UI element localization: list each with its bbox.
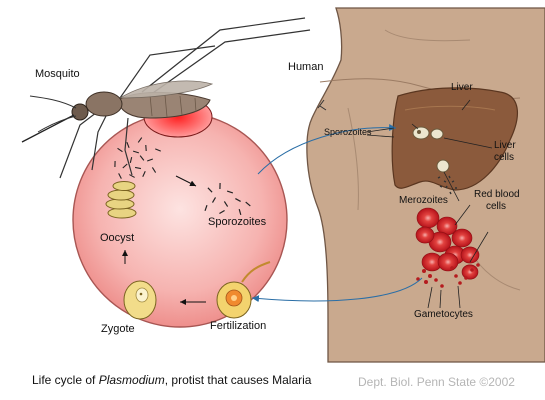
gametocytes-label: Gametocytes (414, 309, 473, 320)
red-blood-cell (460, 246, 480, 264)
sporozoite (155, 148, 161, 152)
red-blood-cell (416, 207, 440, 229)
cycle-arrows (122, 175, 206, 305)
sporozoites-liver-label: Sporozoites (324, 127, 372, 137)
red-blood-cell (415, 226, 435, 244)
gametocyte-pointers (427, 204, 489, 309)
red-blood-cells-label-line2: cells (486, 201, 507, 212)
mosquito-label: Mosquito (35, 68, 80, 80)
sporozoite (223, 201, 229, 207)
red-blood-cell (437, 252, 459, 272)
sporozoites-release-cluster (114, 137, 161, 187)
caption-genus: Plasmodium (98, 373, 165, 387)
red-blood-cell (451, 228, 473, 248)
sporozoites-cluster (204, 182, 251, 216)
mosquito-illustration (21, 17, 311, 179)
sporozoite (219, 209, 225, 215)
liver-cells-label-line1: Liver (494, 140, 516, 151)
sporozoite (151, 167, 157, 173)
zygote-cell (123, 280, 157, 320)
merozoites-cluster (437, 175, 457, 195)
liver-label: Liver (451, 82, 473, 93)
sporozoite (139, 155, 145, 161)
sporozoite (245, 201, 251, 207)
sporozoite (137, 137, 143, 143)
sporozoite (238, 208, 242, 216)
liver-cells (411, 99, 493, 173)
liver-organ (391, 87, 518, 191)
zygote-label: Zygote (101, 323, 135, 335)
sporozoite (146, 158, 154, 162)
caption-prefix: Life cycle of (32, 373, 99, 387)
sporozoite (118, 173, 122, 179)
credit-watermark: Dept. Biol. Penn State ©2002 (358, 375, 515, 389)
figure-caption: Life cycle of Plasmodium, protist that c… (32, 373, 311, 387)
sporozoite (207, 187, 213, 193)
oocyst-shape (105, 181, 137, 219)
sporozoite (126, 142, 130, 148)
sporozoite (235, 198, 241, 202)
sporozoite (134, 166, 142, 170)
transmission-arrows (251, 124, 423, 303)
sporozoite (211, 197, 217, 203)
sporozoite (204, 204, 208, 212)
fertilization-cell (216, 261, 271, 319)
merozoites-label: Merozoites (399, 195, 448, 206)
caption-suffix: , protist that causes Malaria (164, 373, 312, 387)
sporozoite (129, 174, 135, 178)
sporozoite (142, 171, 146, 177)
sporozoites-label: Sporozoites (208, 216, 267, 228)
oocyst-label: Oocyst (100, 232, 135, 244)
human-label: Human (288, 61, 324, 73)
red-blood-cells-label-line1: Red blood (474, 189, 520, 200)
sporozoite (117, 147, 123, 153)
sporozoite (129, 156, 133, 164)
red-blood-cells (415, 207, 480, 280)
red-blood-cell (461, 264, 479, 280)
label-pointers (366, 127, 460, 202)
sporozoite (132, 150, 140, 154)
gametocytes-cluster (416, 263, 480, 288)
liver-cells-label-line2: cells (494, 152, 515, 163)
fertilization-label: Fertilization (210, 320, 267, 332)
sporozoite (122, 163, 128, 169)
sporozoite (226, 190, 234, 194)
